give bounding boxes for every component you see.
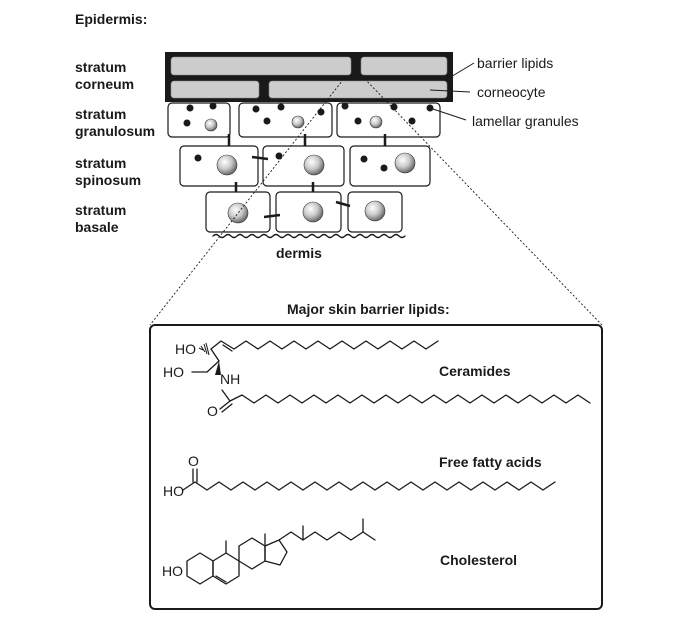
wedge-bond [215,361,221,375]
callout-line-lamellar-granules [429,107,467,121]
panel-title: Major skin barrier lipids: [287,301,450,317]
nucleus [216,154,238,176]
layer-label-corneum-1: stratum [75,59,126,75]
granulosum-cell [238,102,333,138]
granulosum-cell [336,102,441,138]
callout-barrier-lipids: barrier lipids [477,55,553,71]
spinosum-cell [349,145,431,187]
nucleus [302,201,324,223]
callout-corneocyte: corneocyte [477,84,546,100]
lamellar-granule [360,155,368,163]
acid-o: O [188,453,199,469]
lamellar-granule [209,102,217,110]
label-ceramides: Ceramides [439,363,511,379]
dermis-label: dermis [276,245,322,261]
lamellar-granule [183,119,191,127]
layer-label-basale-1: stratum [75,202,126,218]
zoom-line-left [149,75,347,326]
lamellar-granule [317,108,325,116]
acid-ho: HO [163,483,184,499]
cholesterol-ho: HO [162,563,183,579]
callout-lamellar-granules: lamellar granules [472,113,579,129]
basale-cells [205,191,403,233]
corneocyte-4 [268,80,448,99]
zoom-line-right [361,75,603,326]
corneocyte-1 [170,56,352,76]
ceramide-ho-top: HO [175,341,196,357]
nucleus [303,154,325,176]
basement-membrane [212,233,406,239]
label-free-fatty-acids: Free fatty acids [439,454,542,470]
nucleus [204,118,218,132]
layer-label-granulosum-1: stratum [75,106,126,122]
ceramide-ho-left: HO [163,364,184,380]
layer-label-corneum-2: corneum [75,76,134,92]
nucleus [227,202,249,224]
lamellar-granule [275,152,283,160]
lamellar-granule [194,154,202,162]
lamellar-granule [390,103,398,111]
granulosum-cells [167,102,441,148]
ceramide-o: O [207,403,218,419]
layer-label-spinosum-1: stratum [75,155,126,171]
nucleus [394,152,416,174]
epidermis-heading: Epidermis: [75,11,147,27]
nucleus [364,200,386,222]
layer-label-granulosum-2: granulosum [75,123,155,139]
nucleus [291,115,305,129]
lamellar-granule [408,117,416,125]
lamellar-granule [380,164,388,172]
lamellar-granule [341,102,349,110]
ceramide-nh: NH [220,371,240,387]
desmosome [335,200,351,208]
lamellar-granule [277,103,285,111]
layer-label-spinosum-2: spinosum [75,172,141,188]
lamellar-granule [252,105,260,113]
desmosome [251,155,269,161]
granulosum-cell [167,102,231,138]
nucleus [369,115,383,129]
callout-line-barrier-lipids [448,62,475,79]
fatty-acid-structure: O HO [163,453,556,499]
spinosum-cells [179,145,431,196]
layer-label-basale-2: basale [75,219,119,235]
corneocyte-3 [170,80,260,99]
corneocyte-2 [360,56,448,76]
spinosum-cell [262,145,345,187]
lamellar-granule [354,117,362,125]
desmosome [263,213,281,219]
lamellar-granule [186,104,194,112]
callout-line-corneocyte [429,89,471,93]
lamellar-granule [263,117,271,125]
lipid-panel [149,324,603,610]
cholesterol-structure: HO [162,518,376,585]
hashed-bond [198,342,210,356]
label-cholesterol: Cholesterol [440,552,517,568]
ceramide-structure: HO HO NH O [163,340,591,419]
